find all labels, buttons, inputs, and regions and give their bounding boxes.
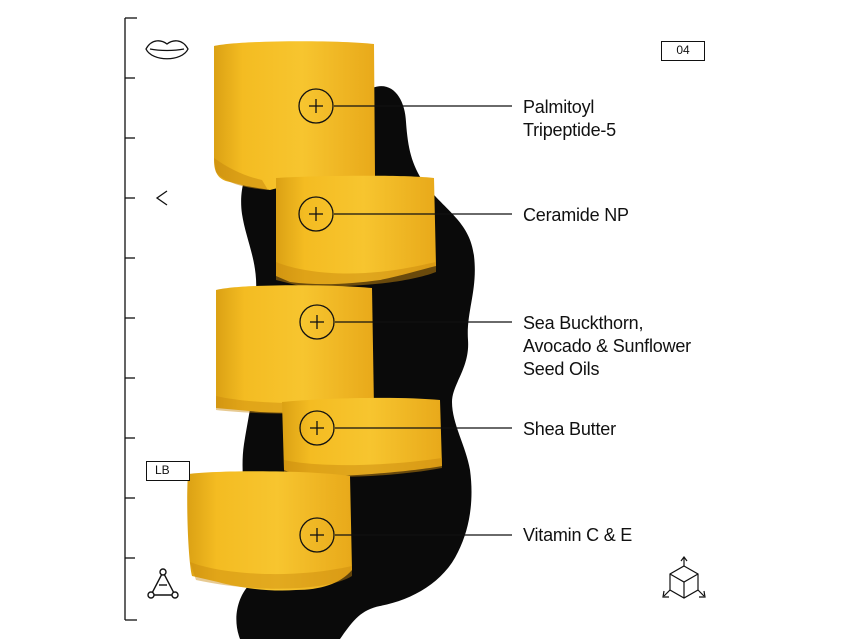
ingredient-label-line: Tripeptide-5 [523, 120, 616, 140]
crosshair-plus-icon [298, 88, 334, 124]
cube-axes-icon [662, 556, 706, 599]
lips-icon [145, 40, 189, 60]
crosshair-markers [298, 88, 335, 553]
ingredient-label-line: Avocado & Sunflower [523, 336, 691, 356]
ingredient-label-line: Seed Oils [523, 359, 600, 379]
crosshair-plus-icon [299, 410, 335, 446]
ingredient-label: Sea Buckthorn, Avocado & Sunflower Seed … [523, 312, 691, 381]
crosshair-plus-icon [299, 517, 335, 553]
ingredient-label-line: Palmitoyl [523, 97, 595, 117]
ingredient-label-line: Vitamin C & E [523, 525, 633, 545]
ingredient-label-line: Shea Butter [523, 419, 616, 439]
slice-1 [214, 41, 375, 190]
page-code-badge: 04 [661, 41, 705, 61]
ingredient-label: Vitamin C & E [523, 524, 632, 547]
slice-3 [216, 285, 374, 413]
slice-5 [187, 471, 352, 591]
crosshair-plus-icon [299, 304, 335, 340]
molecule-triangle-icon [147, 568, 179, 599]
leader-lines [334, 105, 512, 536]
ingredient-label: Ceramide NP [523, 204, 629, 227]
ingredient-label: Palmitoyl Tripeptide-5 [523, 96, 616, 142]
corner-tag-badge: LB [146, 461, 190, 481]
side-ruler [124, 17, 137, 621]
lipstick-slices [187, 41, 442, 591]
slice-2 [276, 175, 436, 285]
chevron-left-icon[interactable] [155, 190, 168, 206]
ingredient-label: Shea Butter [523, 418, 616, 441]
ingredient-label-line: Ceramide NP [523, 205, 629, 225]
ingredient-label-line: Sea Buckthorn, [523, 313, 644, 333]
crosshair-plus-icon [298, 196, 334, 232]
slice-4 [282, 397, 442, 477]
